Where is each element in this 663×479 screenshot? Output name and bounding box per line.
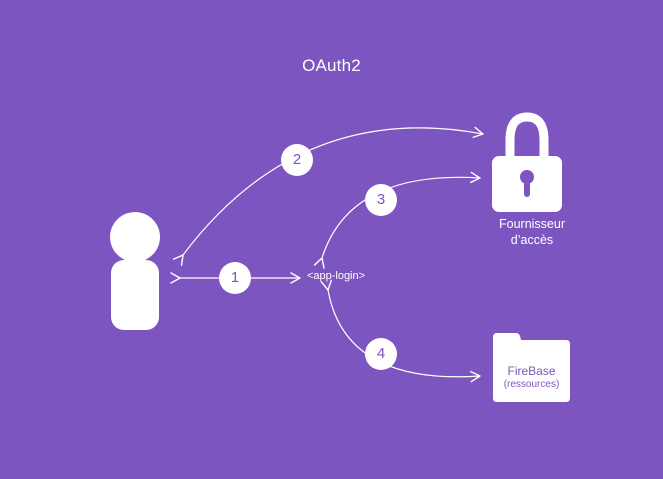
- app-login-label: <app-login>: [306, 270, 366, 282]
- step-badge-1: 1: [219, 262, 251, 294]
- user-icon: [110, 212, 160, 330]
- padlock-icon: [492, 112, 562, 212]
- provider-label-line2: d’accès: [510, 232, 554, 247]
- arrow-2: [172, 126, 484, 266]
- provider-label: Fournisseur d’accès: [470, 217, 594, 248]
- step-badge-2: 2: [281, 144, 313, 176]
- firebase-label: FireBase: [507, 364, 556, 378]
- provider-label-line1: Fournisseur: [499, 217, 565, 231]
- folder-icon: [493, 333, 570, 402]
- diagram-title: OAuth2: [302, 56, 361, 75]
- step-badge-3: 3: [365, 184, 397, 216]
- firebase-sublabel: (ressources): [503, 379, 560, 390]
- step-badge-4: 4: [365, 338, 397, 370]
- arrow-4: [320, 279, 481, 383]
- arrow-3: [313, 171, 481, 269]
